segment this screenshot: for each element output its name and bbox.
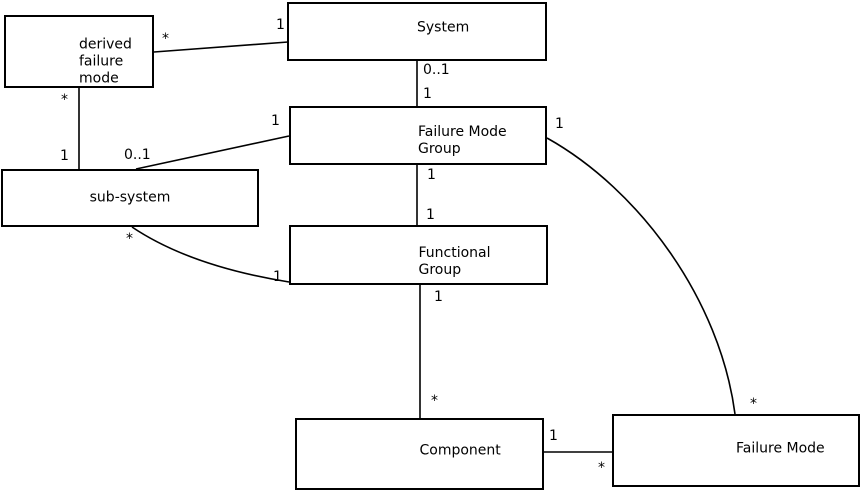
multiplicity-failure-mode-group-side: 1 [555,116,564,132]
multiplicity-component-side: * [431,393,438,409]
node-label: Component [419,442,501,459]
edge-failure-mode-group-sub-system [135,135,290,170]
multiplicity-system-side: 1 [276,17,285,33]
node-derived-failure-mode: derived failure mode [4,15,154,88]
multiplicity-failure-mode-side: * [598,460,605,476]
node-functional-group: Functional Group [289,225,548,285]
node-label: Failure Mode Group [418,123,507,157]
node-component: Component [295,418,544,490]
multiplicity-derived-failure-mode-side: * [61,92,68,108]
node-failure-mode-group: Failure Mode Group [289,106,547,165]
multiplicity-failure-mode-group-side: 1 [423,86,432,102]
node-label: Failure Mode [736,440,825,456]
multiplicity-sub-system-side: 0..1 [124,147,151,163]
node-label: sub-system [89,189,171,206]
edge-failure-mode-group-failure-mode [546,137,736,415]
multiplicity-system-side: 0..1 [423,62,450,78]
node-failure-mode: Failure Mode [612,414,860,487]
edge-sub-system-functional-group [131,226,290,283]
multiplicity-functional-group-side: 1 [273,269,282,285]
node-label: System [417,19,470,35]
node-sub-system: sub-system [1,169,259,227]
multiplicity-component-side: 1 [549,428,558,444]
multiplicity-derived-failure-mode-side: * [162,31,169,47]
edge-system-derived-failure-mode [153,41,289,53]
multiplicity-failure-mode-group-side: 1 [271,113,280,129]
multiplicity-failure-mode-side: * [750,396,757,412]
multiplicity-functional-group-side: 1 [426,207,435,223]
multiplicity-sub-system-side: 1 [60,148,69,164]
node-label: derived failure mode [79,36,132,86]
multiplicity-failure-mode-group-side: 1 [427,167,436,183]
node-label: Functional Group [418,245,491,278]
multiplicity-functional-group-side: 1 [434,289,443,305]
node-system: System [287,2,547,61]
multiplicity-sub-system-side: * [126,231,133,247]
